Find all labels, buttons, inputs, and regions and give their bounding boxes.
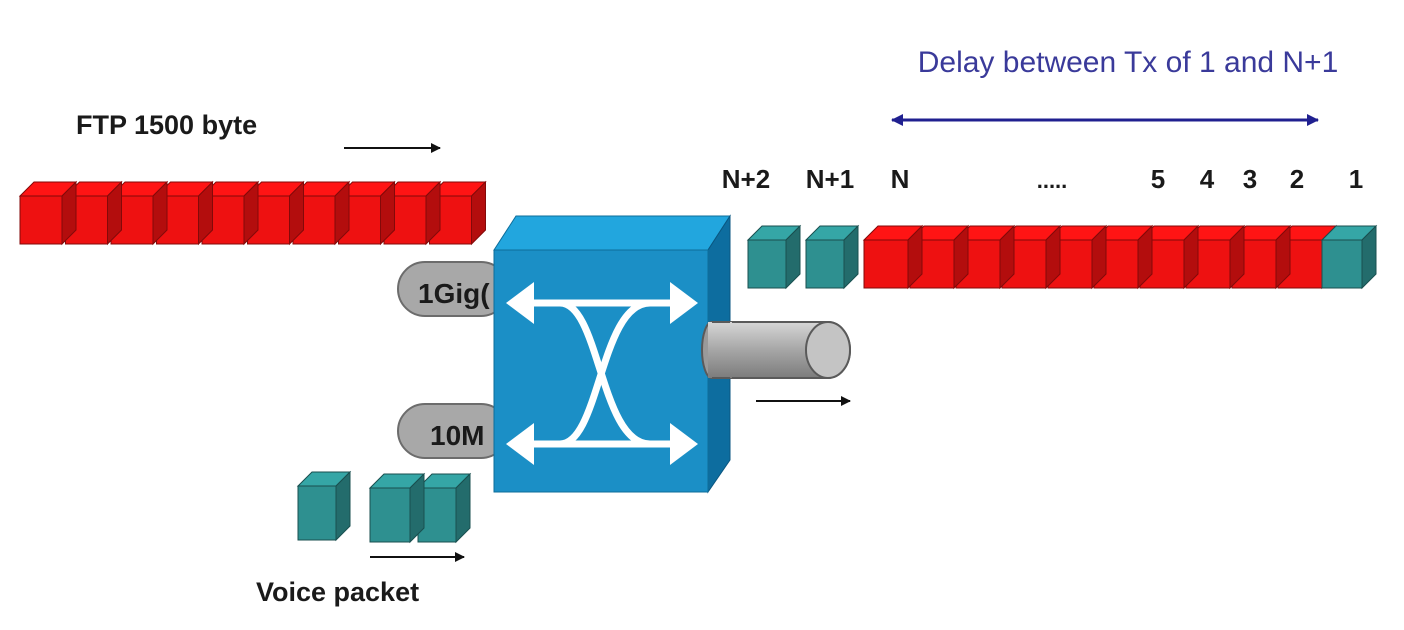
port-1gig: 1Gig( xyxy=(397,261,509,317)
queue-label-3: 3 xyxy=(1243,164,1257,194)
queue-label-nplus1: N+1 xyxy=(806,164,854,194)
queue-label-n: N xyxy=(891,164,910,194)
voice-label: Voice packet xyxy=(256,577,419,607)
cylinder-link-icon xyxy=(701,321,851,379)
port-10m-label: 10M xyxy=(430,420,484,451)
ftp-packet-stream xyxy=(18,180,487,246)
queue-label-2: 2 xyxy=(1290,164,1304,194)
queue-label-ellipsis: ..... xyxy=(1037,168,1068,193)
voice-packet-stream xyxy=(296,470,472,544)
ftp-packet xyxy=(1092,224,1154,290)
output-ftp-packet-queue xyxy=(862,224,1338,290)
voice-packet xyxy=(804,224,860,290)
voice-packet xyxy=(368,472,426,544)
delay-title: Delay between Tx of 1 and N+1 xyxy=(918,46,1339,79)
ftp-packet xyxy=(862,224,924,290)
ftp-packet xyxy=(954,224,1016,290)
ftp-label: FTP 1500 byte xyxy=(76,110,257,140)
port-1gig-label: 1Gig( xyxy=(418,278,490,309)
ftp-packet xyxy=(1046,224,1108,290)
queue-label-1: 1 xyxy=(1349,164,1363,194)
ftp-packet xyxy=(109,180,169,246)
voice-packet xyxy=(416,472,472,544)
voice-packet xyxy=(746,224,802,290)
queue-label-nplus2: N+2 xyxy=(722,164,770,194)
output-voice-packet-first xyxy=(1320,224,1378,290)
queue-label-5: 5 xyxy=(1151,164,1165,194)
crossbar-switch-icon xyxy=(493,214,731,494)
ftp-packet xyxy=(428,180,487,246)
output-voice-packets-pending xyxy=(746,224,860,290)
voice-packet xyxy=(1320,224,1378,290)
ftp-packet xyxy=(18,180,78,246)
voice-packet xyxy=(296,470,352,542)
port-10m: 10M xyxy=(397,403,509,459)
queue-label-4: 4 xyxy=(1200,164,1215,194)
